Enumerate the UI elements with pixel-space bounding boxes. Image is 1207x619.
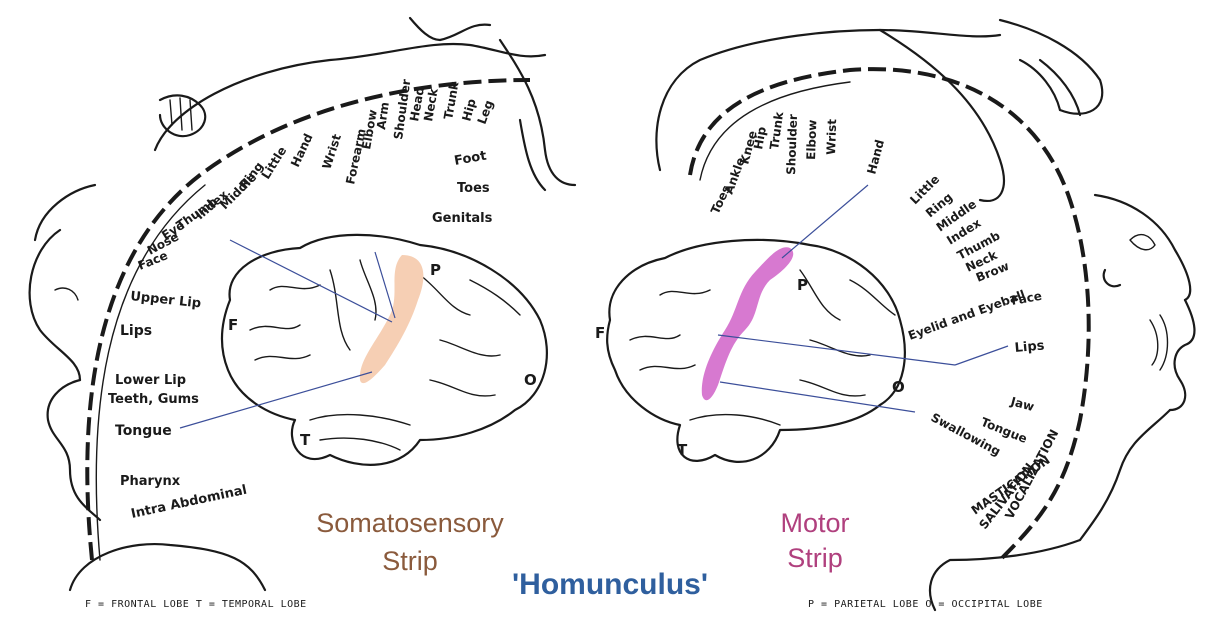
label-tongue: Tongue bbox=[115, 423, 172, 439]
lobe-p-left: P bbox=[430, 261, 441, 279]
label-lower-lip: Lower Lip bbox=[115, 373, 186, 388]
title: 'Homunculus' bbox=[512, 568, 708, 601]
label-lips: Lips bbox=[120, 323, 152, 339]
label-vocalization: VOCALIZATION bbox=[1002, 427, 1061, 521]
motor-strip-highlight bbox=[702, 247, 793, 400]
label-hip: Hip bbox=[751, 125, 769, 150]
lobe-t-right: T bbox=[677, 441, 688, 459]
label-toes: Toes bbox=[457, 181, 490, 196]
label-genitals: Genitals bbox=[432, 211, 493, 226]
label-jaw: Jaw bbox=[1008, 394, 1035, 414]
label-pharynx: Pharynx bbox=[120, 474, 181, 489]
label-little: Little bbox=[259, 144, 290, 182]
label-hand: Hand bbox=[288, 131, 316, 169]
motor-brain bbox=[607, 240, 905, 462]
label-foot: Foot bbox=[453, 149, 488, 169]
motor-caption-line2: Strip bbox=[787, 543, 843, 573]
label-hand: Hand bbox=[864, 138, 887, 176]
lobe-o-left: O bbox=[524, 371, 537, 389]
lobe-f-left: F bbox=[228, 316, 238, 334]
somatosensory-caption-line2: Strip bbox=[382, 546, 438, 576]
label-lips: Lips bbox=[1014, 338, 1045, 356]
label-forearm: Forearm bbox=[343, 127, 368, 185]
label-face: Face bbox=[136, 248, 170, 273]
motor-labels: Toes Ankle Knee Hip Trunk Shoulder Elbow… bbox=[708, 110, 1061, 532]
label-wrist: Wrist bbox=[824, 118, 839, 155]
label-elbow: Elbow bbox=[804, 119, 819, 160]
lobe-f-right: F bbox=[595, 324, 605, 342]
legend-left: F = FRONTAL LOBE T = TEMPORAL LOBE bbox=[85, 599, 307, 610]
captions: Somatosensory Strip Motor Strip 'Homuncu… bbox=[316, 508, 849, 601]
legend-right: P = PARIETAL LOBE O = OCCIPITAL LOBE bbox=[808, 599, 1043, 610]
lobe-t-left: T bbox=[300, 431, 311, 449]
sensory-brain bbox=[222, 235, 547, 465]
label-upper-lip: Upper Lip bbox=[130, 289, 202, 311]
label-shoulder: Shoulder bbox=[784, 114, 800, 175]
lobe-o-right: O bbox=[892, 378, 905, 396]
motor-caption-line1: Motor bbox=[780, 508, 849, 538]
somatosensory-caption-line1: Somatosensory bbox=[316, 508, 504, 538]
label-wrist: Wrist bbox=[320, 132, 345, 171]
label-eyelid-eyeball: Eyelid and Eyeball bbox=[906, 287, 1027, 342]
lobe-p-right: P bbox=[797, 276, 808, 294]
sensory-strip-highlight bbox=[360, 255, 424, 383]
label-trunk: Trunk bbox=[767, 110, 786, 150]
label-teeth-gums: Teeth, Gums bbox=[108, 392, 199, 407]
